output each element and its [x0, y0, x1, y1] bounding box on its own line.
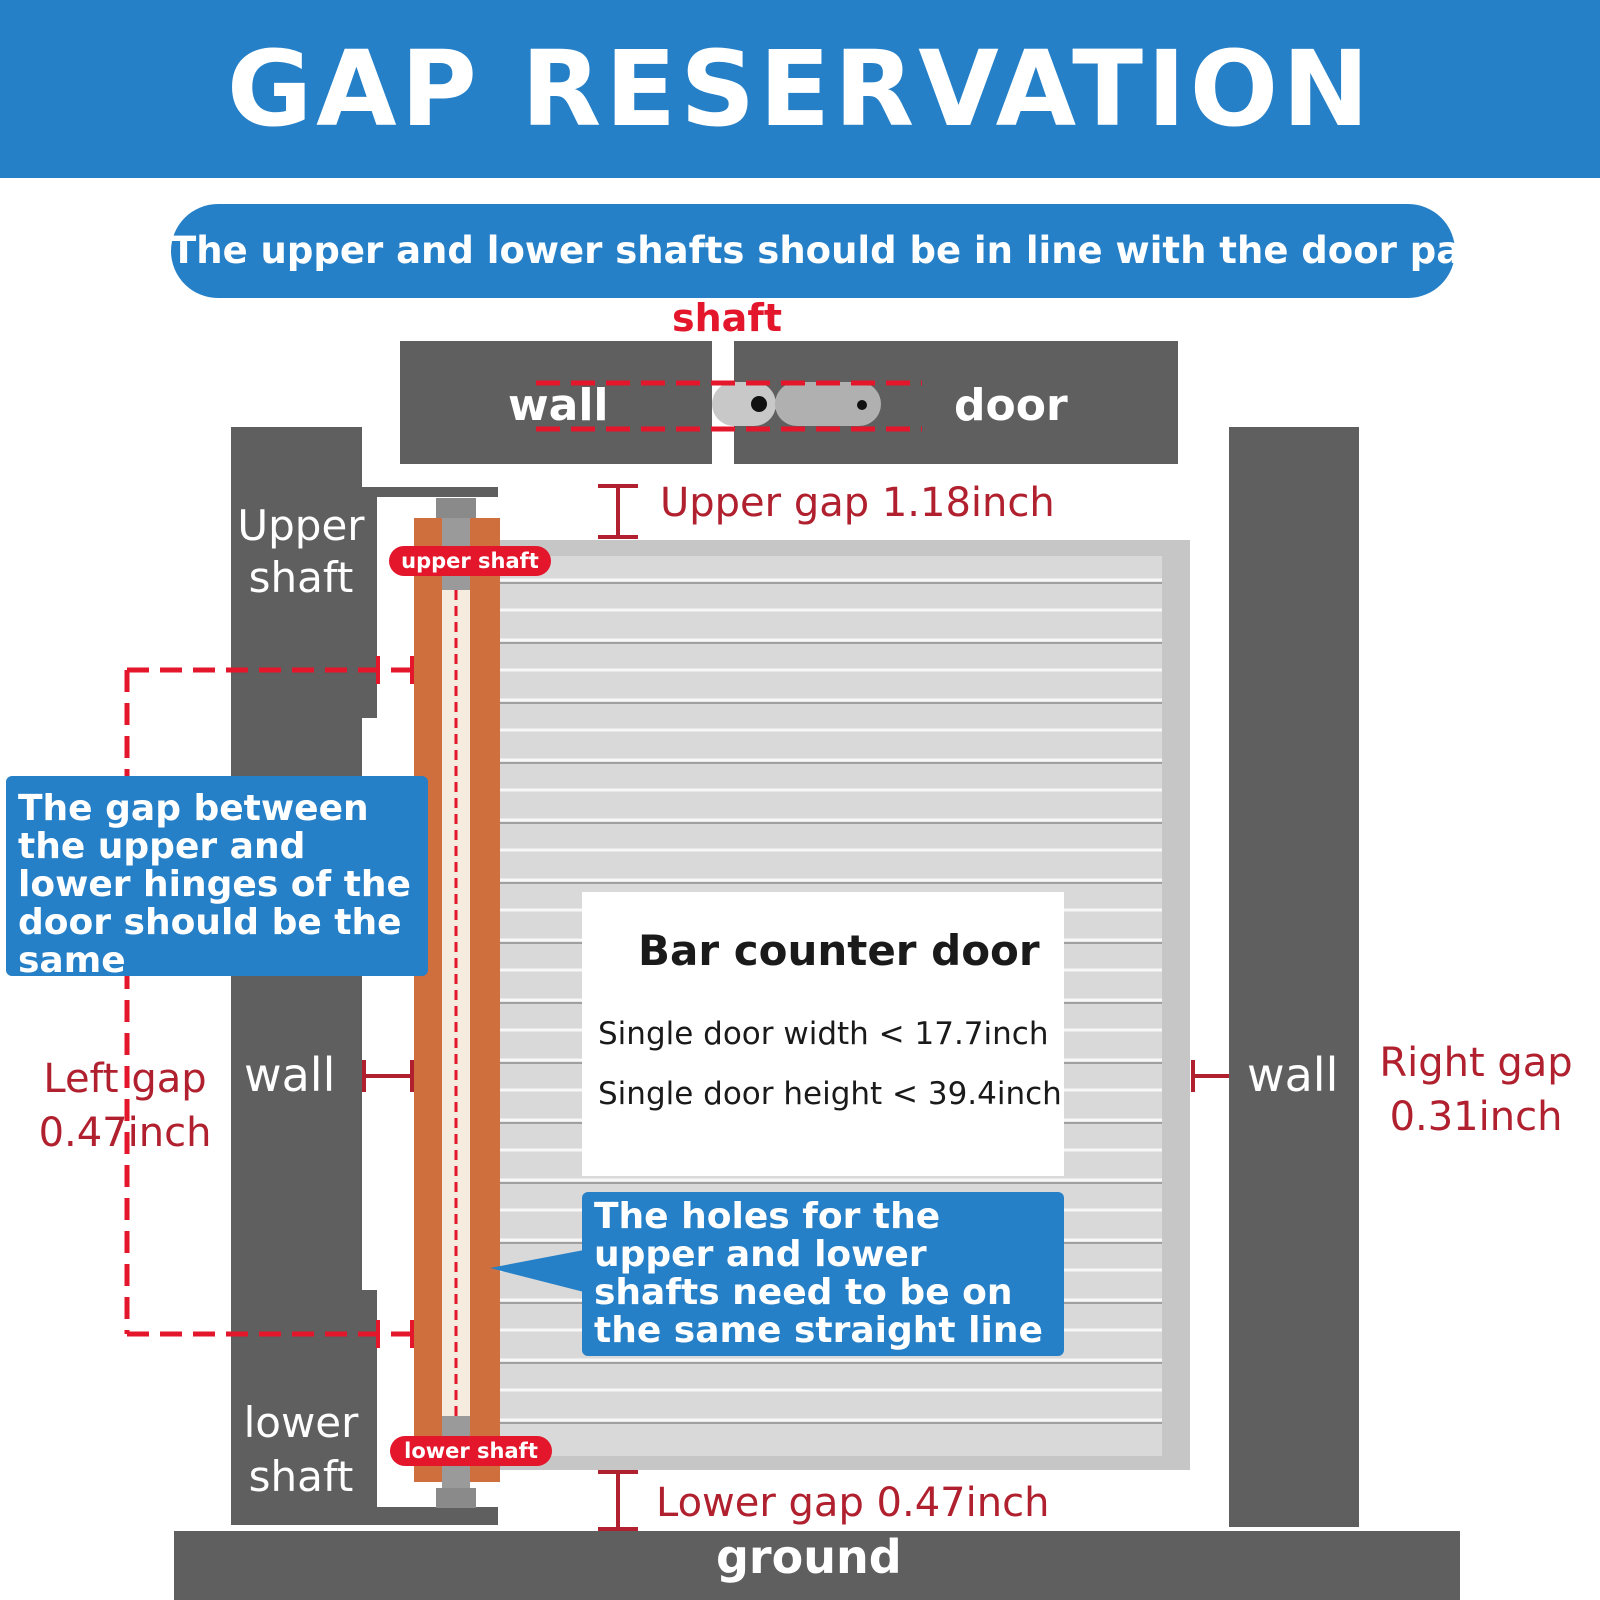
hinge-gap-callout: The gap between the upper and lower hing…	[6, 776, 428, 980]
top-view-door-label: door	[954, 380, 1068, 431]
top-view	[400, 341, 1178, 464]
hinge-gap-ticks	[376, 656, 414, 1348]
upper-shaft-cap	[436, 498, 476, 518]
door-width-spec: Single door width < 17.7inch	[598, 1016, 1049, 1052]
left-wall	[231, 427, 498, 1525]
ground-label: ground	[716, 1530, 902, 1584]
top-view-wall-label: wall	[508, 380, 609, 431]
holes-callout: The holes for the upper and lower shafts…	[582, 1192, 1064, 1356]
walls	[174, 427, 1460, 1600]
lower-gap-marker	[598, 1470, 638, 1531]
top-view-hinge-plate-left	[712, 382, 776, 426]
page-title: GAP RESERVATION	[226, 28, 1374, 150]
right-gap-marker	[1191, 1060, 1229, 1092]
left-gap-label: Left gap 0.47inch	[38, 1056, 212, 1156]
left-wall-label: wall	[244, 1048, 336, 1102]
top-view-wall-block	[400, 341, 712, 464]
upper-gap-label: Upper gap 1.18inch	[660, 480, 1055, 526]
door-spec-card: Bar counter door Single door width < 17.…	[582, 892, 1064, 1176]
left-gap-marker	[362, 1060, 414, 1092]
lower-shaft-label: lower shaft	[243, 1398, 359, 1501]
lower-shaft-tag: lower shaft	[390, 1436, 552, 1466]
right-gap-label: Right gap 0.31inch	[1379, 1040, 1573, 1140]
door-stile	[414, 498, 500, 1508]
subtitle-pill: The upper and lower shafts should be in …	[171, 204, 1525, 298]
right-wall-label: wall	[1247, 1048, 1339, 1102]
top-view-pivot-dot-small	[857, 400, 867, 410]
top-view-shaft-label: shaft	[672, 296, 783, 340]
top-view-pivot-dot	[751, 396, 767, 412]
door-height-spec: Single door height < 39.4inch	[598, 1076, 1062, 1112]
upper-shaft-tag: upper shaft	[389, 546, 551, 576]
top-view-hinge-plate-right	[775, 382, 881, 426]
upper-gap-marker	[598, 484, 638, 539]
door-spec-title: Bar counter door	[638, 926, 1040, 975]
holes-callout-pointer	[490, 1250, 584, 1292]
lower-shaft-cap	[436, 1488, 476, 1508]
right-wall	[1229, 427, 1359, 1527]
header-banner: GAP RESERVATION	[0, 0, 1600, 178]
upper-shaft-label: Upper shaft	[237, 501, 365, 602]
lower-gap-label: Lower gap 0.47inch	[656, 1480, 1050, 1526]
stile-inner-strip	[442, 590, 470, 1416]
ground-slab	[174, 1531, 1460, 1600]
